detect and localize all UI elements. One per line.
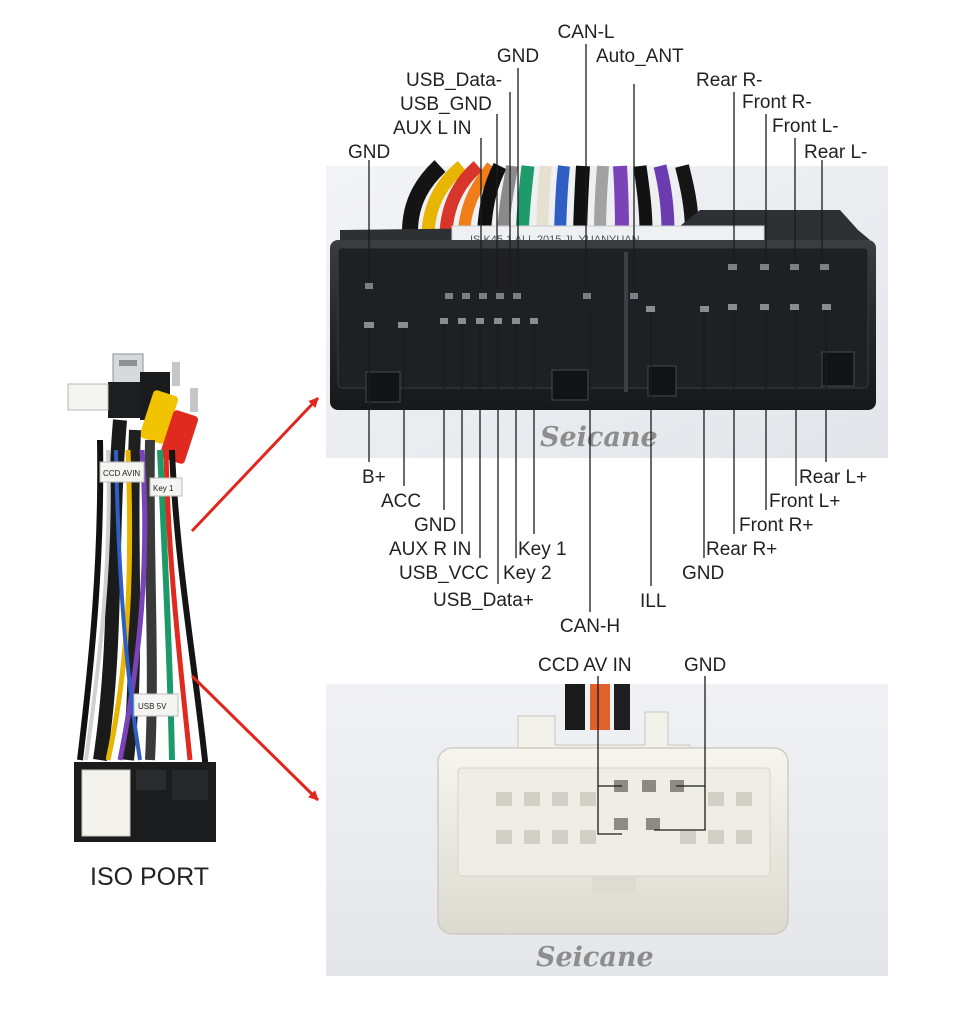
label-b-plus: B+ [362, 467, 386, 488]
wire-bundle-top [402, 160, 699, 233]
labels-top: CAN-L GND Auto_ANT USB_Data- Rear R- USB… [348, 22, 867, 163]
label-key-2: Key 2 [503, 563, 552, 584]
arrow-to-main-connector [190, 396, 320, 533]
harness-tag-3: USB 5V [138, 702, 167, 711]
ccd-connector-photo: Seicane [326, 684, 888, 976]
label-aux-l-in: AUX L IN [393, 118, 472, 139]
label-front-l-minus: Front L- [772, 116, 839, 137]
label-rear-l-plus: Rear L+ [799, 467, 867, 488]
label-rear-l-minus: Rear L- [804, 142, 867, 163]
label-ccd-gnd: GND [684, 655, 726, 676]
label-usb-data-plus: USB_Data+ [433, 590, 534, 611]
iso-plug [74, 762, 216, 842]
label-gnd-top-2: GND [348, 142, 390, 163]
ccd-pins [614, 780, 684, 830]
label-front-r-minus: Front R- [742, 92, 812, 113]
pointer-arrows [190, 396, 320, 802]
label-can-h: CAN-H [560, 616, 620, 637]
ccd-cavities [496, 792, 752, 844]
label-gnd-bottom-1: GND [414, 515, 456, 536]
label-gnd-bottom-2: GND [682, 563, 724, 584]
harness-tags: CCD AVIN Key 1 USB 5V [99, 461, 183, 717]
connector-slots [365, 351, 855, 403]
label-rear-r-plus: Rear R+ [706, 539, 777, 560]
arrow-to-ccd-connector [190, 674, 320, 802]
pin-row-top [365, 264, 829, 299]
label-usb-gnd: USB_GND [400, 94, 492, 115]
leaders-top [368, 44, 823, 290]
harness-tag-2: Key 1 [153, 484, 174, 493]
leaders-ccd [597, 676, 706, 835]
label-ccd-av-in: CCD AV IN [538, 655, 632, 676]
label-gnd-top-1: GND [497, 46, 539, 67]
main-connector-photo: IS K45 1 ALL 2015 JL YUANYUAN [326, 160, 888, 458]
leaders-bottom [368, 310, 827, 612]
label-rear-r-minus: Rear R- [696, 70, 763, 91]
pin-row-bottom [364, 304, 831, 328]
label-auto-ant: Auto_ANT [596, 46, 684, 67]
label-key-1: Key 1 [518, 539, 567, 560]
label-aux-r-in: AUX R IN [389, 539, 471, 560]
label-acc: ACC [381, 491, 421, 512]
label-usb-data-minus: USB_Data- [406, 70, 502, 91]
iso-port-caption: ISO PORT [90, 863, 209, 891]
label-front-r-plus: Front R+ [739, 515, 813, 536]
label-usb-vcc: USB_VCC [399, 563, 489, 584]
labels-bottom: B+ ACC GND AUX R IN USB_VCC USB_Data+ Ke… [362, 467, 867, 637]
label-front-l-plus: Front L+ [769, 491, 840, 512]
harness-wires [77, 419, 209, 771]
labels-ccd: CCD AV IN GND [538, 655, 726, 676]
label-can-l: CAN-L [557, 22, 614, 43]
harness-tag-1: CCD AVIN [103, 469, 140, 478]
harness-photo: CCD AVIN Key 1 USB 5V ISO PORT [67, 353, 216, 891]
watermark-ccd: Seicane [536, 942, 654, 973]
watermark-main: Seicane [540, 422, 658, 453]
label-ill: ILL [640, 591, 666, 612]
